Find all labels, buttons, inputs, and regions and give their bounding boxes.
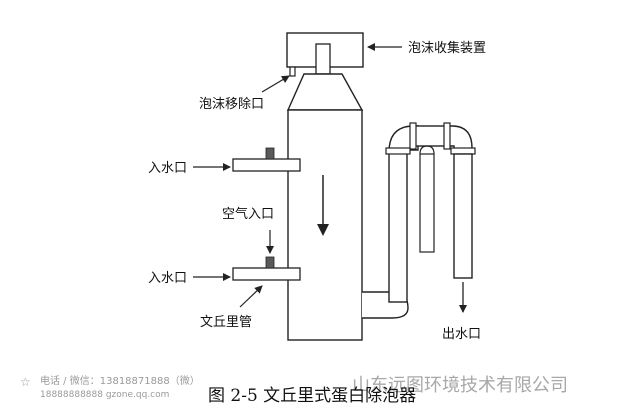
riser-pipe — [315, 43, 331, 75]
label-foam-collector: 泡沫收集装置 — [408, 40, 486, 56]
label-water-inlet-bottom: 入水口 — [148, 271, 187, 286]
watermark-company: 山东远图环境技术有限公司 — [352, 375, 568, 396]
watermark-line2: 18888888888 gzone.qq.com — [40, 390, 169, 400]
figure-caption: 图 2-5 文丘里式蛋白除泡器 — [208, 386, 416, 406]
outlet-downpipe — [453, 153, 473, 279]
label-foam-outlet: 泡沫移除口 — [199, 97, 264, 112]
watermark-line1: 电话 / 微信：13818871888（微） — [40, 374, 200, 387]
air-inlet-valve — [265, 256, 275, 269]
label-air-inlet: 空气入口 — [222, 206, 274, 222]
arrow-venturi — [239, 285, 263, 308]
label-water-outlet: 出水口 — [442, 327, 481, 342]
venturi-pipe — [232, 267, 301, 281]
foam-drain-stub — [289, 66, 296, 77]
watermark-icon: ☆ — [20, 375, 31, 389]
outlet-riser — [388, 149, 408, 303]
top-inlet-pipe — [232, 158, 301, 172]
conical-top — [286, 73, 364, 111]
label-venturi-tube: 文丘里管 — [200, 315, 252, 330]
pipe-ring-2 — [443, 122, 451, 150]
top-inlet-valve — [265, 147, 275, 160]
arrow-foam-outlet — [261, 75, 290, 93]
inner-loop-pipe — [419, 153, 435, 253]
label-water-inlet-top: 入水口 — [148, 161, 187, 176]
pipe-ring-4 — [450, 147, 476, 155]
inner-loop-bend — [419, 145, 435, 155]
flow-arrow-head — [317, 224, 329, 236]
pipe-ring-1 — [409, 122, 417, 150]
pipe-ring-3 — [385, 147, 411, 155]
